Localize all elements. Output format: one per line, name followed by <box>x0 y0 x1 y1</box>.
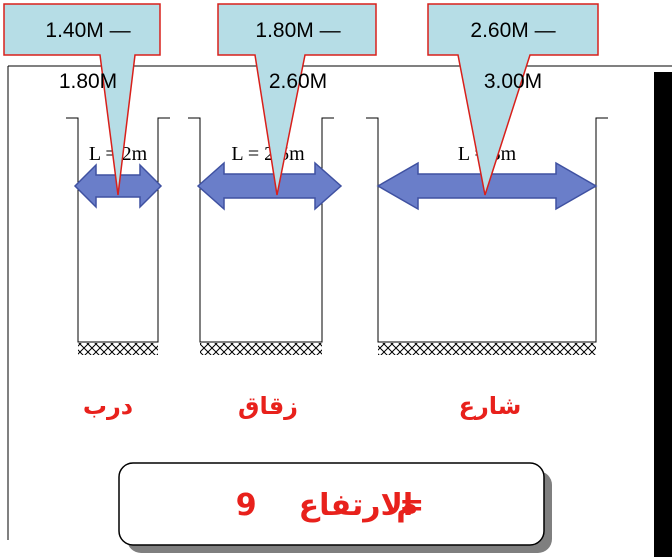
street-zuqaq-width-label: L = 2.5m <box>231 143 305 165</box>
street-zuqaq-range-top: 1.80M — <box>255 19 340 42</box>
street-shari-callout-shape <box>427 3 599 196</box>
street-derb-range-bottom: 1.80M <box>59 70 117 93</box>
street-derb-channel <box>66 117 170 343</box>
street-zuqaq-width-arrow <box>196 161 343 211</box>
street-zuqaq-ground-hatch <box>200 343 322 355</box>
street-derb-range-callout: 1.40M — 1.80M <box>3 3 161 196</box>
street-zuqaq-name: زقاق <box>238 392 298 420</box>
street-zuqaq-range-callout: 1.80M — 2.60M <box>217 3 377 196</box>
street-shari-range-bottom: 3.00M <box>484 70 542 93</box>
street-shari-name: شارع <box>459 392 522 420</box>
street-zuqaq-channel <box>188 117 334 343</box>
street-shari-range-top: 2.60M — <box>470 19 555 42</box>
height-box: 9م=الارتفاع <box>118 462 552 553</box>
street-zuqaq-callout-shape <box>217 3 377 196</box>
height-label: الارتفاع <box>299 488 414 523</box>
street-zuqaq: L = 2.5m زقاق <box>188 117 343 420</box>
street-derb-callout-shape <box>3 3 161 196</box>
street-derb-name: درب <box>83 392 133 420</box>
street-derb-range-top: 1.40M — <box>45 19 130 42</box>
height-equals-sign: = <box>399 488 424 523</box>
street-zuqaq-range-bottom: 2.60M <box>269 70 327 93</box>
street-derb-ground-hatch <box>78 343 158 355</box>
street-shari-ground-hatch <box>378 343 596 355</box>
frame-right-shadow <box>654 72 672 557</box>
height-box-frame <box>118 462 545 546</box>
street-shari-range-callout: 2.60M — 3.00M <box>427 3 599 196</box>
street-shari-channel <box>366 117 608 343</box>
